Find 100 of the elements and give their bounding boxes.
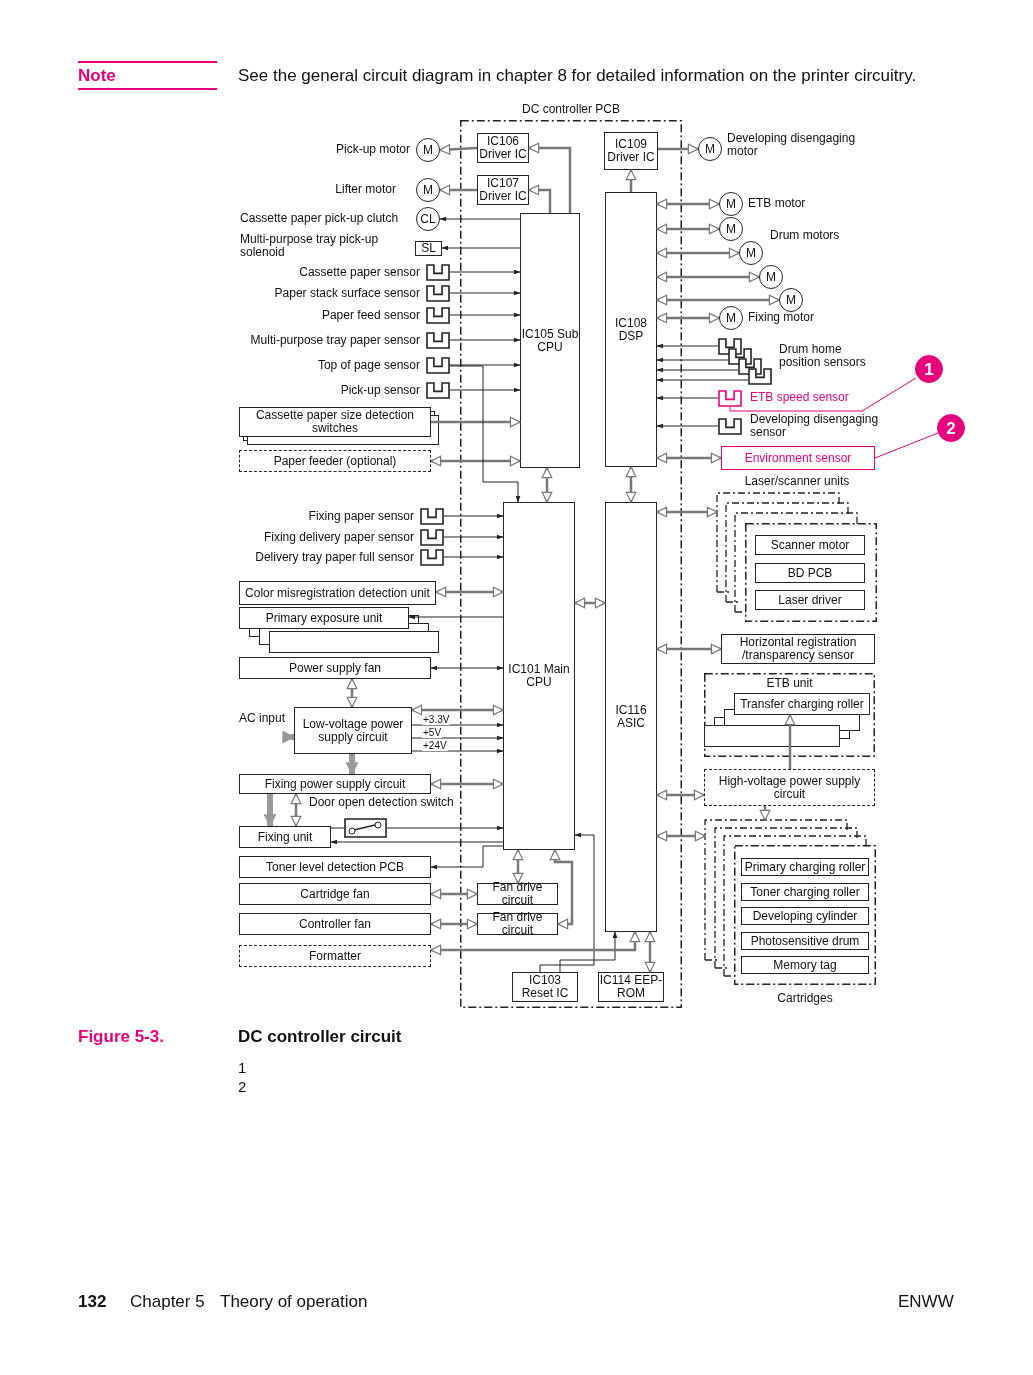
unit-box: Toner charging roller [741,883,869,901]
unit-box: IC101 Main CPU [503,502,575,850]
component-label: Developing disengaging sensor [750,413,880,439]
unit-box: Formatter [239,945,431,967]
component-label: Drum home position sensors [779,343,867,369]
callout-number: 1 [915,355,943,383]
unit-box: Laser driver [755,590,865,610]
figure-caption: DC controller circuit [238,1027,402,1047]
arrow [656,343,719,349]
component-label: Paper stack surface sensor [273,287,420,300]
arrow [658,143,699,155]
edge-label: +24V [422,740,448,751]
unit-box: Developing cylinder [741,907,869,925]
sensor-symbol [426,264,450,281]
group-title: Cartridges [776,991,834,1005]
unit-box: IC114 EEP-ROM [598,972,664,1002]
arrow [430,665,504,671]
arrow [430,918,478,930]
component-label: Delivery tray paper full sensor [254,551,414,564]
callout-number: 2 [937,414,965,442]
component-label: Drum motors [770,229,841,242]
unit-box: Scanner motor [755,535,865,555]
arrow [656,643,722,655]
arrow [512,849,524,884]
edge-label: +5V [422,727,443,738]
arrow [386,825,504,831]
arrow [449,362,521,368]
sensor-symbol [420,549,444,566]
arrow [439,184,477,196]
arrow [656,223,720,235]
page-number: 132 [78,1292,107,1312]
arrow [411,748,504,754]
unit-box: Paper feeder (optional) [239,450,431,472]
component-label: Paper feed sensor [320,309,420,322]
unit-box: Fan drive circuit [477,913,558,935]
arrow [644,931,656,973]
component-label: Door open detection switch [309,796,455,809]
unit-frame [705,820,876,1005]
unit-box: Transfer charging roller [734,693,870,715]
sensor-symbol [420,529,444,546]
arrow [656,830,706,842]
arrow [449,337,521,343]
figure-number: Figure 5-3. [78,1027,164,1047]
arrow [443,554,504,560]
arrow [439,144,478,155]
component-label: Fixing motor [748,311,816,324]
sensor-symbol [426,357,450,374]
power-arrow [345,754,359,776]
unit-box: Photosensitive drum [741,932,869,950]
unit-box: IC105 Sub CPU [520,213,580,468]
sensor-symbol [426,332,450,349]
arrow [330,839,504,845]
arrow [759,806,771,821]
arrow [290,793,302,827]
arrow [656,395,719,401]
arrow [411,704,504,716]
arrow [430,845,504,870]
arrow [443,513,504,519]
arrow [449,290,521,296]
unit-box: Cartridge fan [239,883,431,905]
unit-box: Fixing unit [239,826,331,848]
unit-frame [704,673,875,757]
group-title: Laser/scanner units [743,474,851,488]
document-code: ENWW [898,1292,954,1312]
component-label: Pick-up motor [334,143,410,156]
note-text: See the general circuit diagram in chapter 8 for detailed information on the printer circuitry. [238,66,917,86]
arrow [656,271,760,283]
unit-box: IC109 Driver IC [604,132,658,170]
motor-symbol: M [779,288,803,312]
unit-box: IC107 Driver IC [477,175,529,205]
component-label: ETB speed sensor [750,391,850,404]
unit-box: Low-voltage power supply circuit [294,707,412,754]
unit-box: Color misregistration detection unit [239,581,436,605]
group-title: DC controller PCB [521,102,621,116]
chapter-title: Theory of operation [220,1292,368,1312]
arrow [656,789,705,801]
unit-box: Power supply fan [239,657,431,679]
arrow [656,247,740,259]
sensor-symbol [426,382,450,399]
arrow [656,294,780,306]
unit-box: Primary exposure unit [239,607,409,629]
power-arrow [282,730,296,744]
arrow [784,714,796,769]
motor-symbol: M [759,265,783,289]
footnote-number: 1 [238,1059,247,1076]
arrow [559,931,618,973]
arrow [411,722,504,728]
component-label: Top of page sensor [316,359,420,372]
arrow [539,832,595,973]
arrow [430,455,521,467]
unit-box: IC108 DSP [605,192,657,467]
component-label: Cassette paper sensor [298,266,420,279]
chapter-number: Chapter 5 [130,1292,205,1312]
component-label: Developing disengaging motor [727,132,857,158]
unit-box: Fixing power supply circuit [239,774,431,794]
arrow [449,269,521,275]
component-label: Fixing paper sensor [307,510,414,523]
arrow [656,198,720,210]
unit-box: SL [415,241,442,256]
arrow [431,416,521,428]
